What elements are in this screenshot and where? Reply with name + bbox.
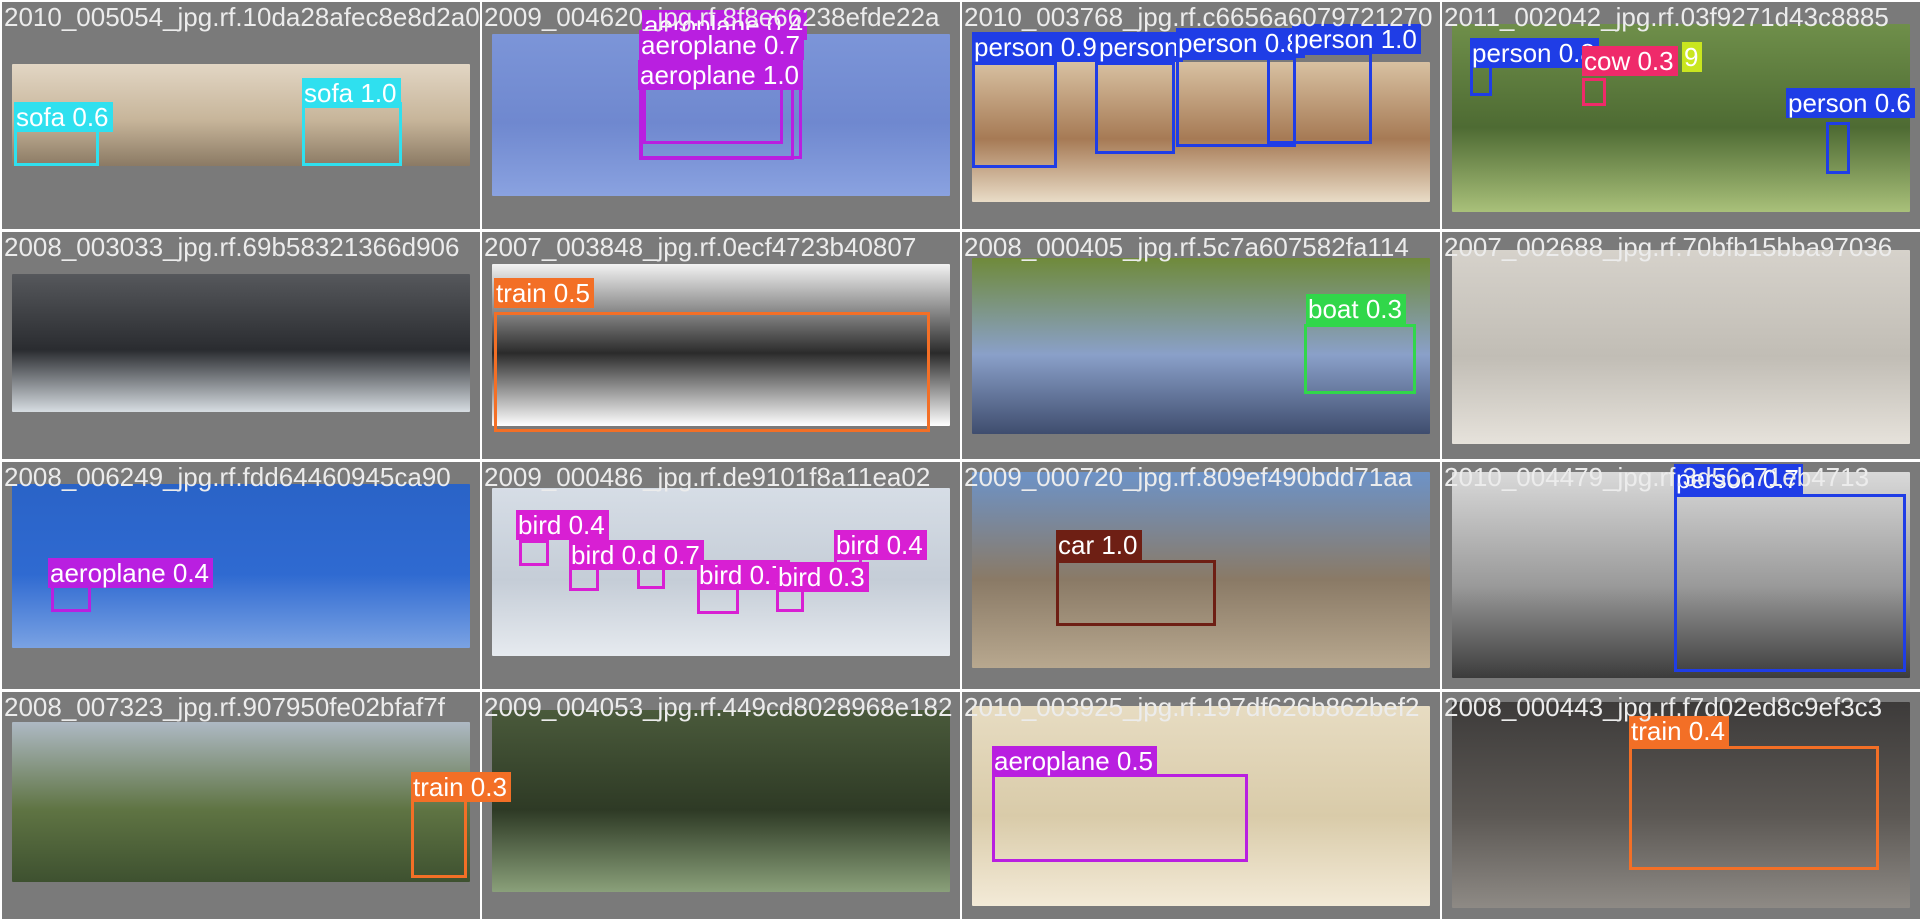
result-cell: 2009_004053_jpg.rf.449cd8028968e182 — [482, 692, 960, 919]
detection-label: person 0.8 — [1176, 28, 1305, 58]
detection-label: boat 0.3 — [1306, 294, 1406, 324]
person-bounding-box — [1095, 62, 1175, 154]
detection-label: sofa 1.0 — [302, 78, 401, 108]
photo-thumbnail — [972, 258, 1430, 434]
detection-label: car 1.0 — [1056, 530, 1142, 560]
image-filename: 2009_004620_jpg.rf.8f8e66238efde22a — [484, 2, 940, 32]
detection-label: cow 0.3 — [1582, 46, 1678, 76]
person-bounding-box — [1176, 57, 1296, 147]
detection-label: bird 0.4 — [516, 510, 609, 540]
sofa-bounding-box — [14, 128, 99, 166]
image-filename: 2010_003768_jpg.rf.c6656a6079721270 — [964, 2, 1433, 32]
image-filename: 2007_003848_jpg.rf.0ecf4723b40807 — [484, 232, 917, 262]
detection-label: aeroplane 1.0 — [638, 60, 804, 90]
photo-thumbnail — [1452, 472, 1910, 678]
detection-label: aeroplane 0.4 — [48, 558, 214, 588]
bird-bounding-box — [569, 567, 599, 591]
image-filename: 2009_000486_jpg.rf.de9101f8a11ea02 — [484, 462, 931, 492]
detection-label: person 1.0 — [1292, 24, 1421, 54]
detection-label: sofa 0.6 — [14, 102, 113, 132]
detection-label: train 0.3 — [411, 772, 511, 802]
photo-thumbnail — [12, 722, 470, 882]
person-bounding-box — [1674, 494, 1906, 672]
detection-label: bird 0.7 — [697, 560, 790, 590]
detection-label: person 0.6 — [1786, 88, 1915, 118]
image-filename: 2008_003033_jpg.rf.69b58321366d906 — [4, 232, 460, 262]
photo-thumbnail — [12, 274, 470, 412]
image-filename: 2009_000720_jpg.rf.809ef490bdd71aa — [964, 462, 1413, 492]
train-bounding-box — [494, 312, 930, 432]
person-bounding-box — [972, 62, 1057, 168]
image-filename: 2007_002688_jpg.rf.70bfb15bba97036 — [1444, 232, 1893, 262]
train-bounding-box — [1629, 746, 1879, 870]
detection-label: d 0.7 — [640, 540, 704, 570]
photo-thumbnail — [972, 62, 1430, 202]
photo-thumbnail — [972, 472, 1430, 668]
detection-label: aeroplane 0.7 — [639, 30, 805, 60]
photo-thumbnail — [972, 706, 1430, 906]
image-filename: 2011_002042_jpg.rf.03f9271d43c8885 — [1444, 2, 1889, 32]
photo-thumbnail — [492, 710, 950, 892]
image-filename: 2010_005054_jpg.rf.10da28afec8e8d2a0 — [4, 2, 480, 32]
detection-label: train 0.4 — [1629, 716, 1729, 746]
result-cell: 2007_002688_jpg.rf.70bfb15bba97036 — [1442, 232, 1920, 459]
image-filename: 2008_006249_jpg.rf.fdd64460945ca90 — [4, 462, 451, 492]
cow-bounding-box — [1582, 78, 1606, 106]
detection-label: person 0.8 — [1470, 38, 1599, 68]
result-cell: 2008_003033_jpg.rf.69b58321366d906 — [2, 232, 480, 459]
bird-bounding-box — [519, 540, 549, 566]
image-filename: 2010_004479_jpg.rf.3d56c71eb4713 — [1444, 462, 1870, 492]
person-bounding-box — [1826, 122, 1850, 174]
car-bounding-box — [1056, 560, 1216, 626]
image-filename: 2008_000405_jpg.rf.5c7a607582fa114 — [964, 232, 1409, 262]
boat-bounding-box — [1304, 324, 1416, 394]
aeroplane-bounding-box — [992, 774, 1248, 862]
detection-label: aeroplane 0.5 — [992, 746, 1158, 776]
detection-label: 9 — [1682, 42, 1703, 72]
train-bounding-box — [411, 792, 467, 878]
image-filename: 2008_007323_jpg.rf.907950fe02bfaf7f — [4, 692, 445, 722]
detection-label: person 0.7 — [1674, 464, 1803, 494]
detection-label: bird 0.4 — [834, 530, 927, 560]
detection-label: person 0.9 — [972, 32, 1101, 62]
photo-thumbnail — [1452, 250, 1910, 444]
image-filename: 2009_004053_jpg.rf.449cd8028968e182 — [484, 692, 953, 722]
detection-label: bird 0.3 — [776, 562, 869, 592]
detection-label: train 0.5 — [494, 278, 594, 308]
image-filename: 2010_003925_jpg.rf.197df626b862bef2 — [964, 692, 1420, 722]
aeroplane-bounding-box — [51, 584, 91, 612]
sofa-bounding-box — [302, 102, 402, 166]
aeroplane-bounding-box — [640, 87, 802, 159]
image-filename: 2008_000443_jpg.rf.f7d02ed8c9ef3c3 — [1444, 692, 1883, 722]
detection-label: person — [1097, 32, 1183, 62]
person-bounding-box — [1267, 52, 1372, 144]
